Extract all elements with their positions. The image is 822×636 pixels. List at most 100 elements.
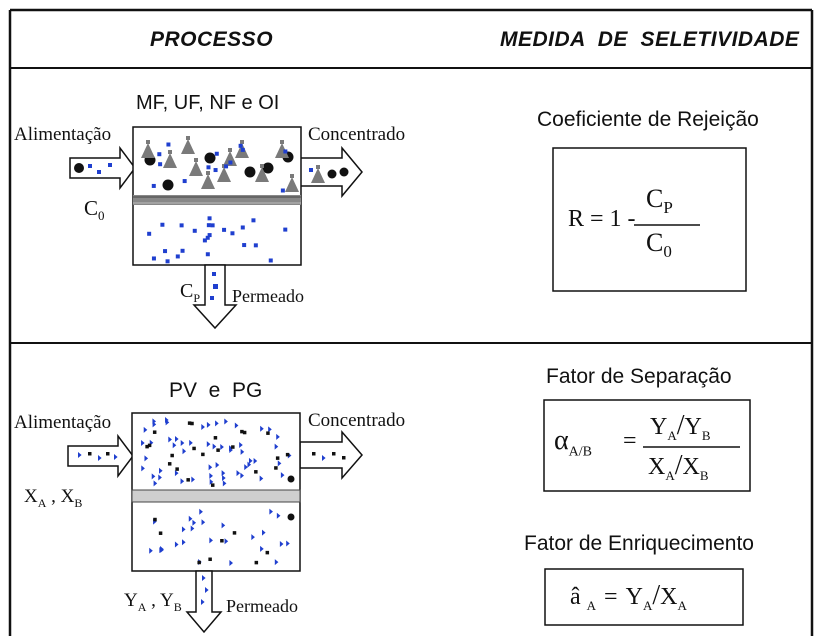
permeate-particle — [253, 243, 258, 248]
permeate-a-particle — [251, 534, 255, 541]
permeate-a-particle — [188, 515, 193, 522]
water-particle — [238, 143, 243, 148]
top-feed-label: Alimentação — [14, 124, 112, 145]
top-membrane — [133, 195, 301, 205]
feed-water-particle — [108, 163, 112, 167]
rejection-den-subscript: 0 — [663, 242, 672, 262]
component-b-particle — [186, 478, 190, 482]
bottom-particles — [78, 417, 346, 605]
feed-water-particle — [97, 170, 101, 174]
bottom-membrane — [131, 489, 301, 503]
rejection-lhs: R = 1 - — [568, 206, 642, 232]
component-a-particle — [191, 476, 195, 483]
permeate-particle — [206, 223, 211, 228]
top-feed-arrow — [69, 145, 136, 191]
component-b-particle — [231, 445, 235, 449]
water-particle — [213, 168, 218, 173]
feed-comp-sep: , — [46, 486, 61, 507]
separation-numerator: YA/YB — [650, 410, 711, 444]
component-a-particle — [222, 474, 226, 481]
component-a-particle — [239, 442, 243, 449]
top-process-types: MF, UF, NF e OI — [136, 92, 280, 114]
permeate-a-particle — [221, 522, 226, 529]
concentrate-solute — [311, 165, 325, 183]
bottom-feed-arrow — [67, 433, 134, 479]
feed-conc-symbol: C — [84, 196, 99, 220]
permeate-out-particle — [212, 272, 216, 276]
separation-title: Fator de Separação — [546, 365, 732, 388]
permeate-particle — [207, 233, 212, 238]
water-particle — [157, 152, 162, 157]
retained-solute — [141, 140, 155, 158]
solute-head — [316, 165, 320, 169]
separation-lhs: αA/B — [554, 425, 592, 461]
permeate-a-particle — [209, 537, 213, 544]
component-a-particle — [280, 472, 285, 479]
permeate-particle — [202, 238, 207, 243]
component-a-particle — [247, 461, 252, 468]
component-b-particle — [175, 467, 179, 471]
feed-comp-b: X — [60, 486, 75, 507]
water-particle — [283, 149, 288, 154]
water-particle — [182, 179, 187, 184]
rejection-title: Coeficiente de Rejeição — [537, 108, 759, 131]
component-a-particle — [151, 473, 156, 480]
retained-solute — [181, 136, 195, 154]
retained-solute — [201, 171, 215, 189]
conc-a — [322, 455, 326, 461]
component-a-particle — [144, 455, 149, 462]
permeate-particle — [147, 231, 152, 236]
solute-head — [186, 136, 190, 140]
component-a-particle — [260, 425, 264, 432]
component-a-particle — [153, 480, 158, 487]
component-a-particle — [212, 443, 217, 450]
retained-solute — [275, 140, 289, 158]
component-b-particle — [275, 456, 280, 460]
component-b-particle — [170, 453, 174, 458]
component-b-particle — [147, 443, 152, 448]
water-particle — [214, 151, 219, 156]
permeate-particle — [230, 231, 235, 236]
rejection-num-symbol: C — [646, 184, 664, 213]
feed-comp-a: X — [24, 486, 38, 507]
permeate-particle — [240, 225, 245, 230]
permeate-particle — [165, 259, 170, 264]
sep-num-slash: / — [676, 410, 685, 441]
solute-head — [240, 140, 244, 144]
rejection-numerator: CP — [646, 184, 673, 218]
component-a-particle — [222, 480, 227, 487]
water-particle — [158, 162, 163, 167]
permeate-particle — [163, 249, 168, 254]
component-a-particle — [215, 461, 220, 468]
permeate-particle — [205, 235, 210, 240]
concentrate-particle — [327, 169, 337, 179]
component-b-particle — [213, 436, 218, 440]
component-a-particle — [158, 474, 162, 481]
solute-head — [146, 140, 150, 144]
solute-head — [290, 174, 294, 178]
top-feed-concentration: C0 — [84, 196, 105, 224]
component-b-particle — [240, 429, 244, 434]
retained-solute — [285, 174, 299, 192]
separation-denominator: XA/XB — [648, 450, 709, 484]
feed-a — [114, 454, 118, 460]
solute-head — [206, 171, 210, 175]
component-a-particle — [175, 435, 179, 442]
component-a-particle — [152, 421, 157, 428]
bottom-feed-label: Alimentação — [14, 412, 112, 433]
permeate-b-particle — [287, 513, 295, 521]
header-process: PROCESSO — [150, 28, 274, 51]
permeate-particle — [242, 243, 247, 248]
retained-solute — [255, 164, 269, 182]
component-a-particle — [182, 448, 187, 455]
component-b-particle — [274, 466, 278, 470]
component-a-particle — [206, 421, 211, 428]
retained-particle — [204, 152, 216, 164]
alpha-subscript: A/B — [568, 444, 593, 460]
retained-particle — [162, 179, 174, 191]
perm-conc-symbol: C — [180, 280, 194, 302]
enrich-den-sub: A — [677, 597, 687, 613]
perm-comp-b: Y — [159, 590, 174, 611]
rejection-num-subscript: P — [663, 198, 673, 218]
water-particle — [224, 164, 229, 169]
